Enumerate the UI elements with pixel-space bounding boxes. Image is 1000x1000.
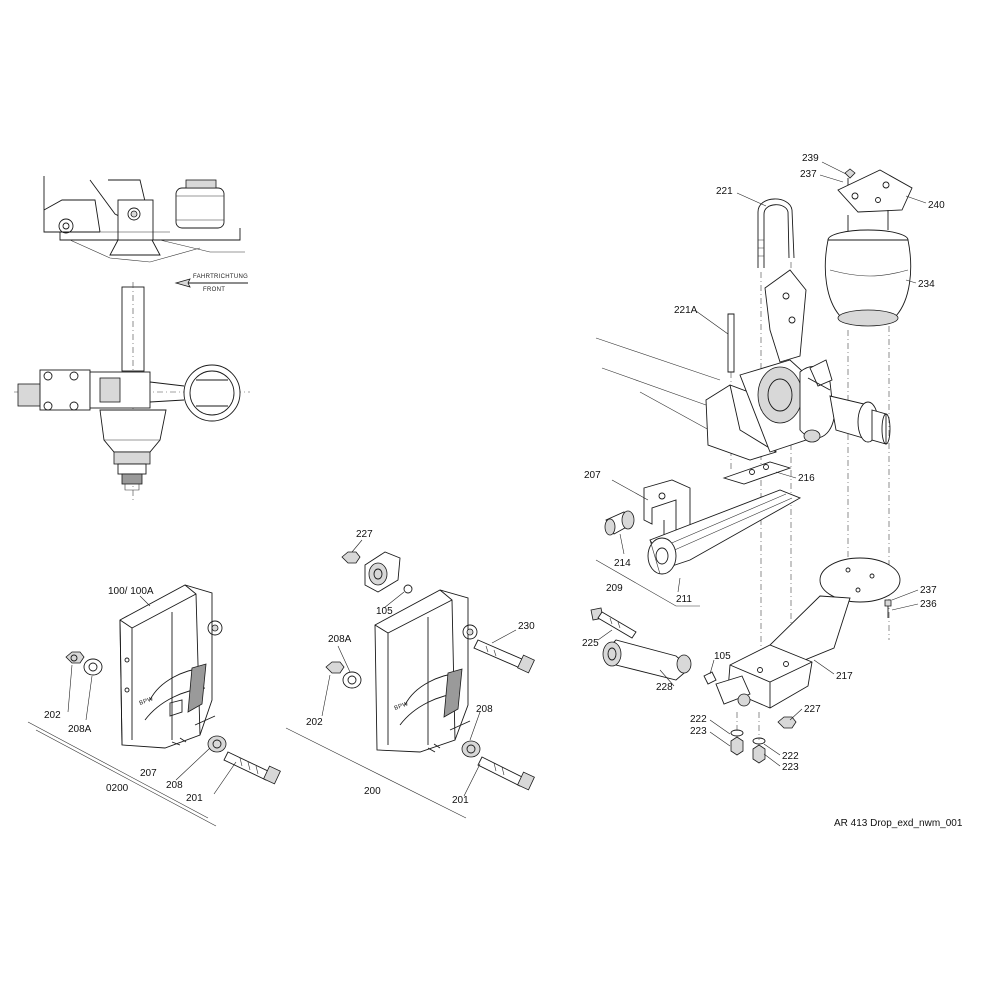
direction-label-en: FRONT [203,287,225,293]
middle-bracket-assembly: BPW [285,551,535,819]
callout-labels: 239 237 240 221 234 221A 216 207 214 209… [44,153,945,806]
label-201-middle: 201 [452,795,469,806]
label-200: 200 [364,786,381,797]
label-221: 221 [716,186,733,197]
label-225: 225 [582,638,599,649]
label-105-right: 105 [714,651,731,662]
label-208-middle: 208 [476,704,493,715]
direction-label-de: FAHRTRICHTUNG [193,274,248,280]
label-221A: 221A [674,305,698,316]
svg-text:BPW: BPW [139,696,155,707]
label-100-100A: 100/ 100A [108,586,154,597]
label-208A-middle: 208A [328,634,352,645]
label-237-top: 237 [800,169,817,180]
label-230: 230 [518,621,535,632]
left-bracket-assembly: BPW [27,584,281,827]
label-236: 236 [920,599,937,610]
inset-side-view: FAHRTRICHTUNG FRONT [43,176,248,293]
label-228: 228 [656,682,673,693]
label-208A-left: 208A [68,724,92,735]
label-237-bottom: 237 [920,585,937,596]
right-exploded-assembly [590,168,913,764]
label-0200: 0200 [106,783,129,794]
label-223-right: 223 [782,762,799,773]
label-105-middle: 105 [376,606,393,617]
leader-lines [67,161,927,797]
label-234: 234 [918,279,935,290]
drawing-reference: AR 413 Drop_exd_nwm_001 [834,818,963,829]
label-240: 240 [928,200,945,211]
label-202-middle: 202 [306,717,323,728]
label-239: 239 [802,153,819,164]
label-217: 217 [836,671,853,682]
label-222-left: 222 [690,714,707,725]
label-216: 216 [798,473,815,484]
label-209: 209 [606,583,623,594]
label-201-left: 201 [186,793,203,804]
label-202-left: 202 [44,710,61,721]
label-223-left: 223 [690,726,707,737]
label-211: 211 [676,594,692,605]
label-207-left: 207 [140,768,157,779]
label-227-right: 227 [804,704,821,715]
label-214: 214 [614,558,631,569]
label-208-left: 208 [166,780,183,791]
label-222-right: 222 [782,751,799,762]
svg-text:BPW: BPW [394,701,410,712]
inset-top-view [14,282,250,500]
label-207-right: 207 [584,470,601,481]
label-227-middle: 227 [356,529,373,540]
